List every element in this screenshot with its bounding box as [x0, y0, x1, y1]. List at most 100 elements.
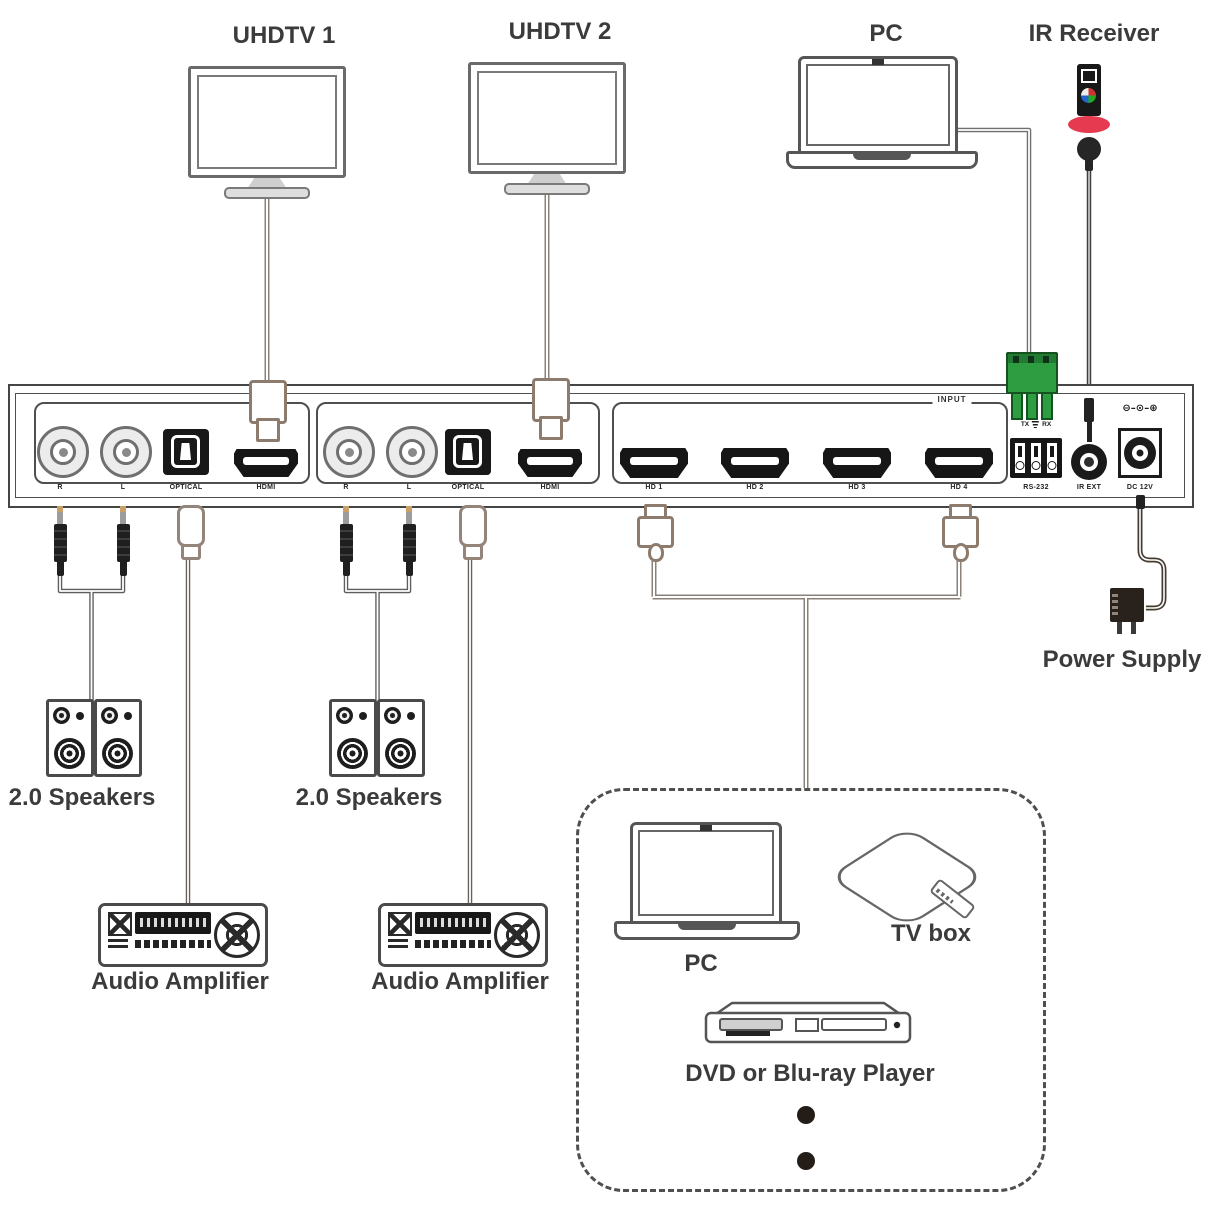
optical-port-out2: [445, 429, 491, 475]
ir-beam: [1068, 116, 1110, 133]
amp-display: [415, 912, 491, 934]
hdmi-port-hd2: [721, 448, 789, 478]
speakers-1-icon: [46, 699, 142, 777]
rca-plug-body: [53, 524, 67, 562]
dc-polarity-marking: ⊖–⊙–⊕: [1122, 403, 1158, 414]
speakers-2-icon: [329, 699, 425, 777]
dvd-player-label: DVD or Blu-ray Player: [685, 1060, 935, 1087]
terminal-cell: [1029, 441, 1043, 475]
ellipsis-dot: [797, 1106, 815, 1124]
rca-plug-icon: [57, 506, 63, 526]
amp-speaker-grill: [214, 912, 260, 958]
rca-port-r-out2: [323, 426, 375, 478]
rca-plug-body: [339, 524, 353, 562]
hdmi-port-out2: [518, 449, 582, 477]
rca-plug-taper: [119, 560, 127, 576]
speaker-right: [377, 699, 425, 777]
source-pc-label: PC: [684, 950, 718, 977]
phoenix-connector-icon: [1006, 352, 1058, 420]
power-cable-inner: [1139, 506, 1165, 609]
speaker-left: [329, 699, 377, 777]
adapter-prong: [1131, 622, 1136, 634]
optical-plug-icon: [177, 505, 205, 547]
amplifier-1-label: Audio Amplifier: [91, 968, 269, 995]
ir-plug-tip: [1086, 420, 1092, 442]
dvd-player-icon: [704, 1001, 912, 1044]
amp-knob: [388, 912, 412, 936]
rca-plug-icon: [120, 506, 126, 526]
terminal-cell: [1045, 441, 1059, 475]
laptop-screen: [806, 64, 950, 146]
port-label: RS-232: [1023, 484, 1049, 491]
hdmi-cables-inner: [266, 190, 961, 788]
rca-plug-body: [402, 524, 416, 562]
amp-knob: [108, 912, 132, 936]
pc-cable-inner: [958, 129, 1030, 352]
uhdtv1-label: UHDTV 1: [232, 22, 336, 49]
port-label: L: [120, 484, 126, 491]
hdmi-plug-boot: [648, 543, 664, 562]
rca-plug-taper: [405, 560, 413, 576]
input-group-label: INPUT: [932, 395, 972, 404]
optical-plug-icon: [459, 505, 487, 547]
ground-icon: [1032, 421, 1040, 428]
monitor-screen: [477, 71, 617, 165]
hdmi-plug-boot: [953, 543, 969, 562]
speakers-1-label: 2.0 Speakers: [8, 784, 156, 811]
rca-port-r-out1: [37, 426, 89, 478]
speaker-left: [46, 699, 94, 777]
rs232-pinout: TX RX: [1021, 421, 1051, 428]
tv-box-label: TV box: [890, 920, 972, 947]
hdmi-port-out1: [234, 449, 298, 477]
hdmi-plug-tab: [256, 418, 280, 442]
audio-amplifier-1-icon: [98, 903, 268, 967]
optical-cables-inner: [187, 550, 471, 903]
hdmi-plug-out1: [249, 380, 287, 424]
rca-plug-taper: [342, 560, 350, 576]
amp-display: [135, 912, 211, 934]
dc-plug-icon: [1136, 495, 1145, 509]
audio-amplifier-2-icon: [378, 903, 548, 967]
port-label: IR EXT: [1076, 484, 1102, 491]
tx-label: TX: [1020, 421, 1030, 428]
laptop-camera: [872, 59, 884, 65]
port-label: R: [57, 484, 63, 491]
amp-speaker-grill: [494, 912, 540, 958]
hdmi-plug-hd4: [942, 516, 979, 548]
hdmi-port-hd1: [620, 448, 688, 478]
pc-top-label: PC: [869, 20, 903, 47]
laptop-screen: [638, 830, 774, 916]
rca-plug-icon: [406, 506, 412, 526]
ir-plug-icon: [1084, 398, 1094, 422]
ir-ext-port: [1071, 444, 1107, 480]
rs232-terminal-block: [1010, 438, 1062, 478]
speaker-right: [94, 699, 142, 777]
optical-port-out1: [163, 429, 209, 475]
power-adapter-icon: [1110, 588, 1144, 622]
port-label: DC 12V: [1126, 484, 1154, 491]
port-label: HDMI: [540, 484, 560, 491]
laptop-camera: [700, 825, 712, 831]
adapter-prong: [1117, 622, 1122, 634]
monitor-screen: [197, 75, 337, 169]
port-label: HD 1: [645, 484, 663, 491]
port-label: OPTICAL: [169, 484, 203, 491]
port-label: R: [343, 484, 349, 491]
power-supply-label: Power Supply: [1042, 646, 1202, 673]
port-label: HD 4: [950, 484, 968, 491]
rca-plug-icon: [343, 506, 349, 526]
hdmi-port-hd3: [823, 448, 891, 478]
speakers-2-label: 2.0 Speakers: [295, 784, 443, 811]
ir-receiver-label: IR Receiver: [1028, 20, 1160, 47]
rca-port-l-out1: [100, 426, 152, 478]
rca-plug-body: [116, 524, 130, 562]
hdmi-plug-tab: [539, 416, 563, 440]
port-label: OPTICAL: [451, 484, 485, 491]
uhdtv2-label: UHDTV 2: [508, 18, 612, 45]
amplifier-2-label: Audio Amplifier: [371, 968, 549, 995]
dc-power-jack: [1118, 428, 1162, 478]
port-label: HDMI: [256, 484, 276, 491]
hdmi-plug-out2: [532, 378, 570, 422]
port-label: L: [406, 484, 412, 491]
